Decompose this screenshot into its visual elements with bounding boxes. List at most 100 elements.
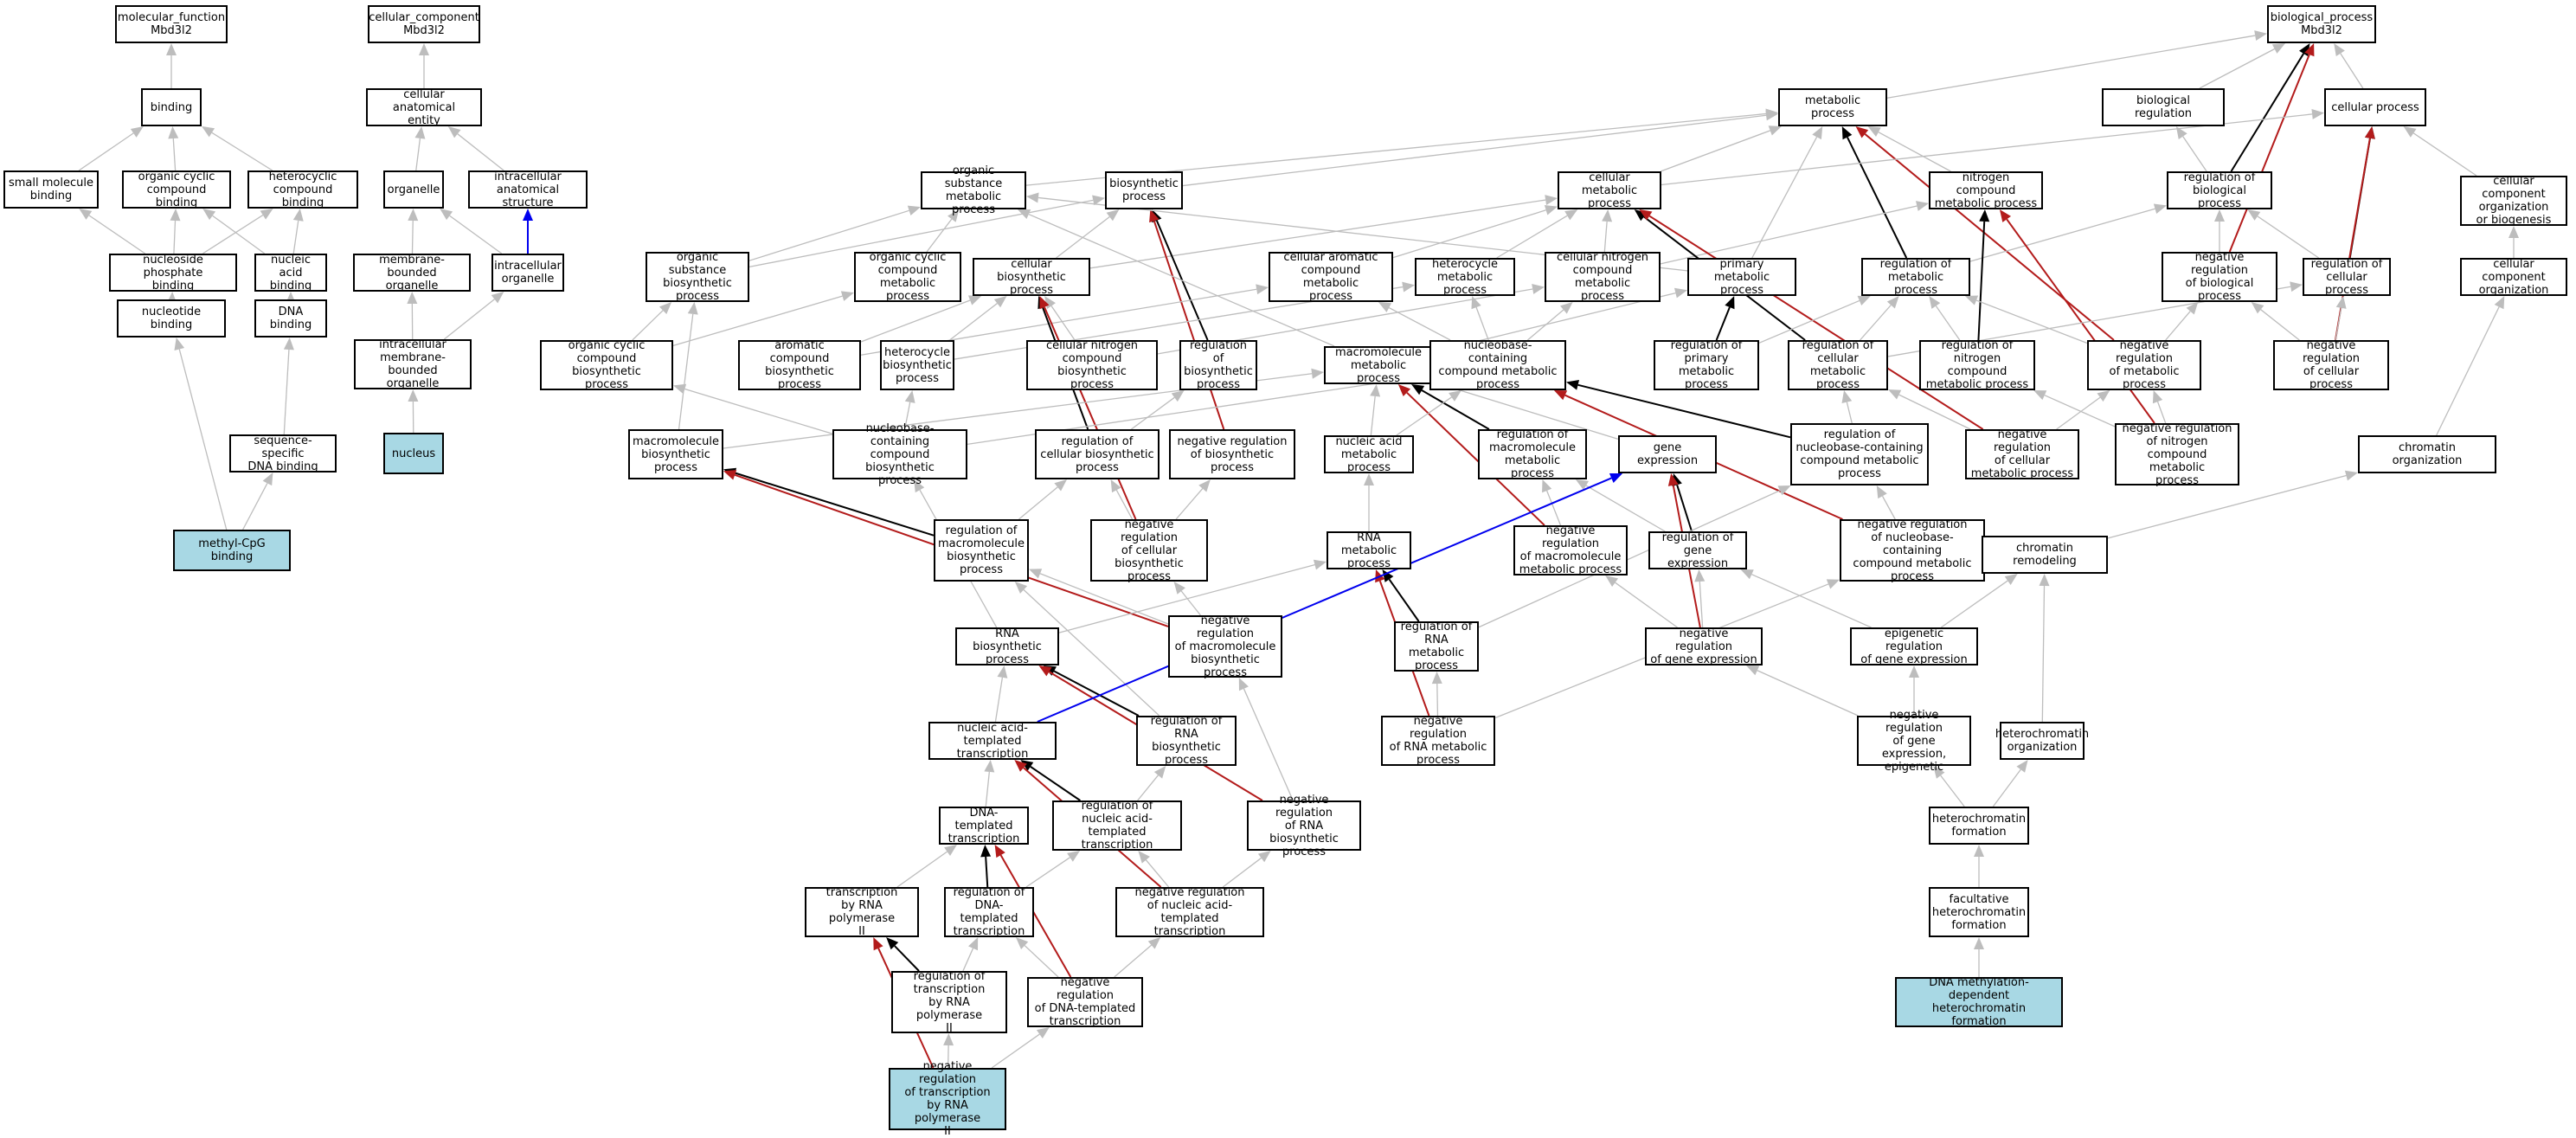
arrowhead-acbp-to-cacmp	[1256, 284, 1269, 294]
node-chromorg: chromatin organization	[2358, 435, 2496, 473]
arrowhead-binding-to-mf	[166, 43, 177, 55]
edge-occbp-to-occmp	[673, 296, 843, 345]
node-io: intracellular organelle	[491, 254, 564, 292]
arrowhead-regmbp-to-regcbp	[1054, 479, 1067, 492]
arrowhead-nucphos-to-org_cyc_bind	[170, 209, 181, 221]
edge-nrnatt-to-nrrnabp	[1223, 858, 1261, 887]
arrowhead-nrncmp-to-nrmp	[2153, 390, 2162, 403]
edge-hcorg-to-chromrem	[2042, 586, 2044, 722]
arrowhead-nrrnamp-to-regrnamp	[1432, 672, 1442, 684]
arrowhead-epireg-to-chromrem	[2005, 574, 2018, 585]
edge-nbcbp-to-occbp	[684, 389, 832, 434]
arrowhead-regncmp-to-regmp	[1929, 296, 1940, 309]
arrowhead-nrdtt-to-nrnatt	[1148, 937, 1161, 949]
arrowhead-mbp-to-macmp	[1311, 369, 1324, 379]
edge-regpmp-to-pmp	[1717, 307, 1730, 340]
edge-nrcmp-to-cmp	[1649, 216, 1982, 429]
edge-hbp-to-cbp	[950, 304, 998, 340]
edge-nbcmp-to-cacmp	[1389, 308, 1450, 340]
node-pmp: primary metabolic process	[1687, 258, 1796, 296]
node-fachc: facultative heterochromatin formation	[1929, 887, 2029, 937]
node-nrge: negative regulation of gene expression	[1645, 627, 1763, 665]
arrowhead-cacmp-to-cmp	[1545, 205, 1558, 215]
node-regpmp: regulation of primary metabolic process	[1654, 340, 1759, 390]
edge-methyl-to-seq_dna	[243, 483, 267, 530]
arrowhead-nucacid_bind-to-hetcyc_bind	[293, 209, 304, 222]
edge-io-to-organelle	[450, 215, 502, 254]
arrowhead-imbo-to-mbo	[407, 292, 417, 304]
edge-nucphos-to-small_mol	[89, 215, 145, 254]
arrowhead-nrge-to-regge	[1694, 569, 1705, 582]
edge-cellproc-to-bp	[2341, 54, 2363, 88]
arrowhead-cellproc-to-bp	[2334, 43, 2345, 56]
arrowhead-regdtt-to-regnatt	[1067, 851, 1080, 862]
node-ccob: cellular component organization or bioge…	[2460, 176, 2567, 226]
edge-nucacid_bind-to-org_cyc_bind	[213, 215, 265, 254]
arrowhead-organelle-to-cae	[415, 126, 426, 139]
edge-nrmp-to-nrbp	[2166, 312, 2190, 340]
edge-regcbp-to-regbp	[1131, 397, 1174, 429]
arrowhead-regpmp-to-pmp	[1725, 296, 1734, 309]
arrowhead-seq_dna-to-dna_bind	[284, 338, 294, 350]
node-nucleus: nucleus	[383, 433, 444, 474]
arrowhead-nrge-to-nrmacmp	[1605, 575, 1618, 587]
arrowhead-nucacid_bind-to-org_cyc_bind	[202, 209, 215, 220]
node-osbp: organic substance biosynthetic process	[646, 252, 749, 302]
arrowhead-hbp-to-cbp	[994, 296, 1007, 307]
node-regbp: regulation of biosynthetic process	[1179, 340, 1257, 390]
node-regbio: regulation of biological process	[2167, 171, 2272, 209]
node-cbp: cellular biosynthetic process	[973, 258, 1090, 296]
edge-trnap2-to-dtt	[897, 852, 948, 887]
node-natt: nucleic acid-templated transcription	[928, 722, 1057, 760]
arrowhead-cco-to-ccob	[2509, 226, 2519, 238]
edge-regmp-to-metab	[1847, 138, 1906, 258]
node-nrcp: negative regulation of cellular process	[2273, 340, 2389, 390]
node-cacmp: cellular aromatic compound metabolic pro…	[1269, 252, 1393, 302]
arrowhead-fachc-to-hcform	[1974, 845, 1984, 857]
edge-nucacid_bind-to-hetcyc_bind	[293, 221, 299, 254]
arrowhead-regnbcmp-to-nbcmp	[1566, 380, 1579, 390]
arrowhead-nucphos-to-hetcyc_bind	[260, 209, 273, 220]
arrowhead-regmp-to-regbio	[2154, 203, 2167, 214]
arrowhead-nrbp-to-regbio	[2214, 209, 2225, 222]
node-nrmp: negative regulation of metabolic process	[2087, 340, 2201, 390]
edge-regdtt-to-dtt	[986, 857, 987, 887]
edge-nucphos-to-org_cyc_bind	[174, 221, 176, 254]
edge-nrncmp-to-nrmp	[2158, 402, 2166, 423]
edge-hcform-to-hcorg	[1993, 769, 2020, 807]
edge-org_cyc_bind-to-binding	[173, 138, 175, 170]
arrowhead-trnap2-to-dtt	[944, 845, 957, 856]
arrowhead-rnabp-to-rnamp	[1314, 560, 1327, 570]
node-small-mol: small molecule binding	[3, 170, 99, 209]
arrowhead-nbcbp-to-hbp	[905, 390, 915, 403]
edge-regpmp-to-regmp	[1759, 300, 1860, 343]
arrowhead-chromrem-to-chromorg	[2345, 471, 2358, 481]
node-nrnatt: negative regulation of nucleic acid-temp…	[1115, 887, 1264, 937]
arrowhead-cbp-to-biosyn	[1107, 209, 1120, 221]
edge-regnbcmp-to-nbcmp	[1578, 385, 1790, 437]
arrowhead-nrmp-to-regmp	[1965, 295, 1978, 305]
node-regdtt: regulation of DNA-templated transcriptio…	[944, 887, 1034, 937]
edge-regnbcmp-to-regcmp	[1847, 402, 1852, 423]
arrowhead-hmp-to-cmp	[1564, 209, 1577, 220]
edge-nrnbcmp-to-regnbcmp	[1883, 496, 1896, 519]
node-nrnbcmp: negative regulation of nucleobase-contai…	[1840, 519, 1985, 582]
arrowhead-nbcmp-to-cacmp	[1378, 302, 1391, 312]
node-rnamp: RNA metabolic process	[1327, 531, 1411, 569]
arrowhead-nrcp-to-regcp	[2336, 296, 2347, 309]
edge-dtt-to-natt	[986, 772, 989, 807]
node-bioreg: biological regulation	[2102, 88, 2225, 126]
node-nucacid-bind: nucleic acid binding	[254, 254, 327, 292]
edge-epireg-to-chromrem	[1941, 581, 2007, 627]
edge-namp-to-nbcmp	[1397, 397, 1452, 435]
edge-mbp-to-osbp	[679, 314, 693, 429]
edge-regmp-to-regbio	[1970, 209, 2155, 261]
arrowhead-hcorg-to-chromrem	[2039, 574, 2049, 586]
node-methyl: methyl-CpG binding	[173, 530, 291, 571]
arrowhead-nrdtt-to-dtt	[995, 845, 1005, 858]
node-chromrem: chromatin remodeling	[1982, 536, 2108, 574]
arrowhead-occbp-to-occmp	[841, 291, 854, 301]
arrowhead-nucleus-to-imbo	[408, 389, 418, 402]
arrowhead-org_cyc_bind-to-binding	[168, 126, 178, 138]
